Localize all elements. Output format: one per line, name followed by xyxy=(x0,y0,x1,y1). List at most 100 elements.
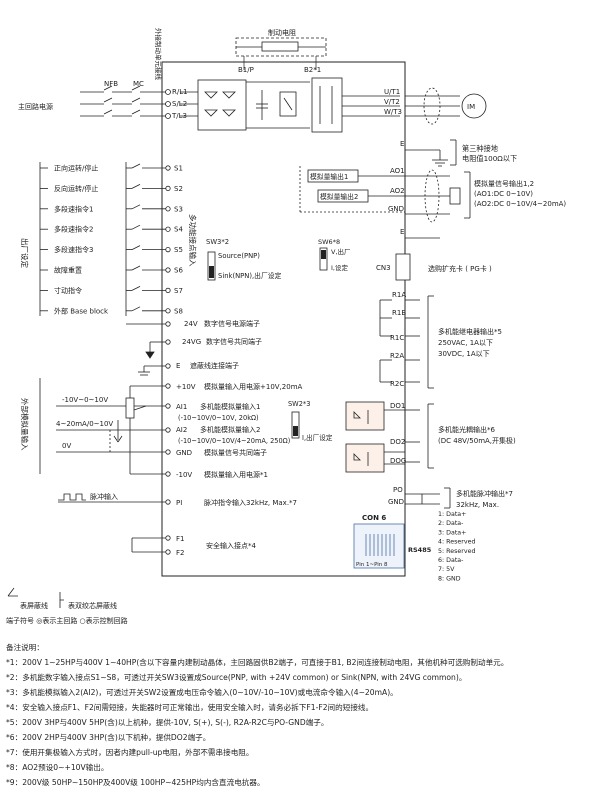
input-terminal-label: S8 xyxy=(174,307,183,315)
terminal-po: PO xyxy=(393,486,403,494)
relay-desc-line: 多机能继电器输出*5 xyxy=(438,327,502,336)
analog-out-desc-line: 模拟量信号输出1,2 xyxy=(474,179,534,188)
pg-card-label: 选购扩充卡 ( PG卡 ) xyxy=(428,264,492,273)
desc-ai1: 多机能模拟量输入1 xyxy=(200,402,260,411)
desc-safety: 安全输入接点*4 xyxy=(206,541,256,550)
desc-ai2: 多机能模拟量输入2 xyxy=(200,425,260,434)
pulse-output-lines xyxy=(405,487,451,509)
notes-list: *1：200V 1~25HP与400V 1~40HP(含以下容量内建制动晶体，主… xyxy=(6,655,596,790)
do-desc: 多机能光耦输出*6 (DC 48V/50mA,开集极) xyxy=(438,425,516,445)
terminal-dog: DOG xyxy=(390,457,406,465)
input-terminal-label: S5 xyxy=(174,246,183,254)
po-desc: 多机能脉冲输出*7 32kHz, Max. xyxy=(456,489,515,509)
range1-label: -10V~0~10V xyxy=(62,396,108,404)
input-name: 多段速指令1 xyxy=(54,204,93,213)
po-desc-line: 多机能脉冲输出*7 xyxy=(456,489,513,498)
terminal-do1: DO1 xyxy=(390,402,405,410)
main-input-lines xyxy=(80,85,171,119)
input-name: 多段速指令3 xyxy=(54,245,93,254)
rs485-pin: 2: Data- xyxy=(438,520,463,527)
terminal-b2: B2*1 xyxy=(304,66,321,74)
terminal-ut1: U/T1 xyxy=(384,88,400,96)
desc-pi: 脉冲指令输入32kHz, Max.*7 xyxy=(204,498,297,507)
motor-lines xyxy=(405,87,487,125)
note-item: *7：使用开集极输入方式时，因者内建pull-up电阻，外部不需串接电阻。 xyxy=(6,748,254,757)
terminal-ao2: AO2 xyxy=(390,187,405,195)
pulse-waveform-icon xyxy=(58,493,86,501)
con6-label: CON 6 xyxy=(362,514,386,522)
do-desc-line: 多机能光耦输出*6 xyxy=(438,425,495,434)
input-terminal xyxy=(165,185,171,191)
terminal-r1b: R1B xyxy=(392,309,406,317)
nfb-label: NFB xyxy=(104,80,118,88)
safety-lines xyxy=(131,535,171,555)
braking-unit-note: 外接制动单元接线 xyxy=(154,28,163,81)
terminal-sl2: S/L2 xyxy=(172,100,187,108)
desc-p10v: 模拟量输入用电源+10V,20mA xyxy=(204,382,303,391)
input-name: 故障重置 xyxy=(54,266,82,275)
braking-resistor: 制动电阻 xyxy=(235,28,327,70)
mc-label: MC xyxy=(133,80,144,88)
rs485-pin: 8: GND xyxy=(438,575,461,582)
desc-e-shield: 遮蔽线连接端子 xyxy=(190,361,239,370)
input-name: 反向运转/停止 xyxy=(54,184,98,193)
terminal-gnd-ai: GND xyxy=(176,449,192,457)
terminal-f1: F1 xyxy=(176,535,184,543)
rs485-pin: 1: Data+ xyxy=(438,511,466,518)
input-terminal xyxy=(165,308,171,314)
range-ai2: (-10~10V/0~10V/4~20mA, 250Ω) xyxy=(178,437,290,445)
ground-desc-line: 电阻值100Ω以下 xyxy=(462,154,517,163)
rs485-pin: 4: Reserved xyxy=(438,539,475,546)
terminal-do2: DO2 xyxy=(390,438,405,446)
note-item: *2：多机能数字输入接点S1~S8，可透过开关SW3设置成Source(PNP,… xyxy=(6,673,467,682)
relay-desc-line: 30VDC, 1A以下 xyxy=(438,350,490,358)
input-terminal xyxy=(165,267,171,273)
do-desc-line: (DC 48V/50mA,开集极) xyxy=(438,436,516,445)
factory-setting-vertical: 出厂设定 xyxy=(20,238,30,268)
relay-desc: 多机能继电器输出*5 250VAC, 1A以下 30VDC, 1A以下 xyxy=(438,327,504,358)
power-stage xyxy=(180,77,400,133)
sw6-switch[interactable] xyxy=(319,247,328,271)
legend-twisted: 表双绞芯屏蔽线 xyxy=(68,601,117,610)
terminal-r2a: R2A xyxy=(390,352,404,360)
shielded-wire-icon xyxy=(7,587,18,597)
terminal-r1a: R1A xyxy=(392,291,406,299)
rs485-pin: 7: 5V xyxy=(438,566,455,573)
analog-out-desc-line: (AO2:DC 0~10V/4~20mA) xyxy=(474,200,566,208)
input-terminal-label: S4 xyxy=(174,226,183,234)
motor-label: IM xyxy=(467,103,475,111)
terminal-po-gnd: GND xyxy=(388,498,404,506)
terminal-ao1: AO1 xyxy=(390,167,405,175)
rs485-pin: 3: Data+ xyxy=(438,529,466,536)
legend-shield: 表屏蔽线 xyxy=(20,601,48,610)
wiring-diagram: 制动电阻 外接制动单元接线 B1/P B2*1 主回路电源 NFB MC R/L… xyxy=(6,28,566,625)
sw2-knob xyxy=(293,426,298,436)
inverter-body xyxy=(161,61,406,577)
analog-output-block xyxy=(299,166,471,223)
rs485-connector xyxy=(353,523,405,569)
legend-terminal: 端子符号 ◎表示主回路 ○表示控制回路 xyxy=(6,616,128,625)
input-terminal-label: S1 xyxy=(174,165,183,173)
input-terminal xyxy=(165,206,171,212)
terminal-r2c: R2C xyxy=(390,380,404,388)
sw3-switch[interactable] xyxy=(207,251,216,281)
input-terminal xyxy=(165,247,171,253)
pin-range-label: Pin 1~Pin 8 xyxy=(356,562,388,568)
twisted-pair-icon xyxy=(59,592,64,608)
sw2-switch[interactable] xyxy=(291,411,300,439)
rs485-pin: 5: Reserved xyxy=(438,548,475,555)
input-terminal-label: S7 xyxy=(174,287,183,295)
mains-label: 主回路电源 xyxy=(18,102,53,111)
pin-list: 1: Data+ 2: Data- 3: Data+ 4: Reserved 5: Re… xyxy=(438,511,475,582)
desc-m10v: 模拟量输入用电源*1 xyxy=(204,470,268,479)
terminal-e-shield: E xyxy=(176,362,180,370)
note-item: *5：200V 3HP与400V 5HP(含)以上机种，提供-10V, S(+)… xyxy=(6,718,329,727)
analog-out1-label: 模拟量输出1 xyxy=(310,172,348,181)
braking-resistor-label: 制动电阻 xyxy=(268,28,296,37)
terminal-e-top: E xyxy=(400,140,404,148)
